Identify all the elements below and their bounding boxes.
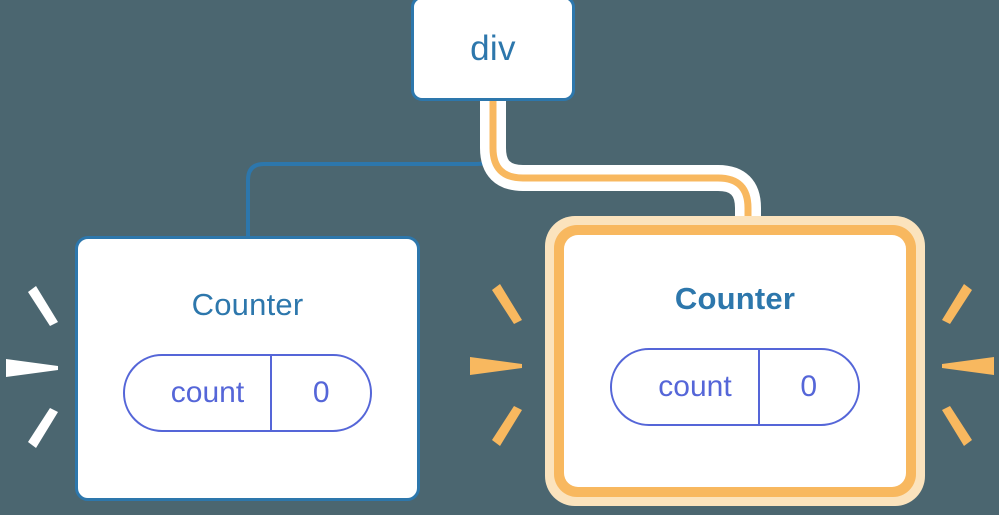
state-key-right: count bbox=[658, 370, 732, 403]
node-counter-left-label: Counter bbox=[191, 287, 304, 322]
node-div[interactable]: div bbox=[411, 0, 575, 101]
node-counter-right-glow: Counter count 0 bbox=[545, 216, 925, 506]
connector-div-to-counter-left bbox=[246, 98, 495, 240]
state-value-right: 0 bbox=[757, 350, 858, 424]
node-counter-left[interactable]: Counter count 0 bbox=[75, 236, 420, 501]
node-counter-right-label: Counter bbox=[674, 281, 796, 316]
state-pill-left: count 0 bbox=[122, 354, 373, 432]
node-counter-right[interactable]: Counter count 0 bbox=[564, 235, 906, 487]
state-value-left: 0 bbox=[270, 356, 370, 430]
node-counter-right-highlight-ring: Counter count 0 bbox=[554, 225, 916, 497]
state-pill-right: count 0 bbox=[610, 348, 860, 426]
state-key-left: count bbox=[170, 376, 245, 409]
connector-div-to-counter-right bbox=[489, 100, 752, 246]
node-div-label: div bbox=[470, 29, 516, 68]
